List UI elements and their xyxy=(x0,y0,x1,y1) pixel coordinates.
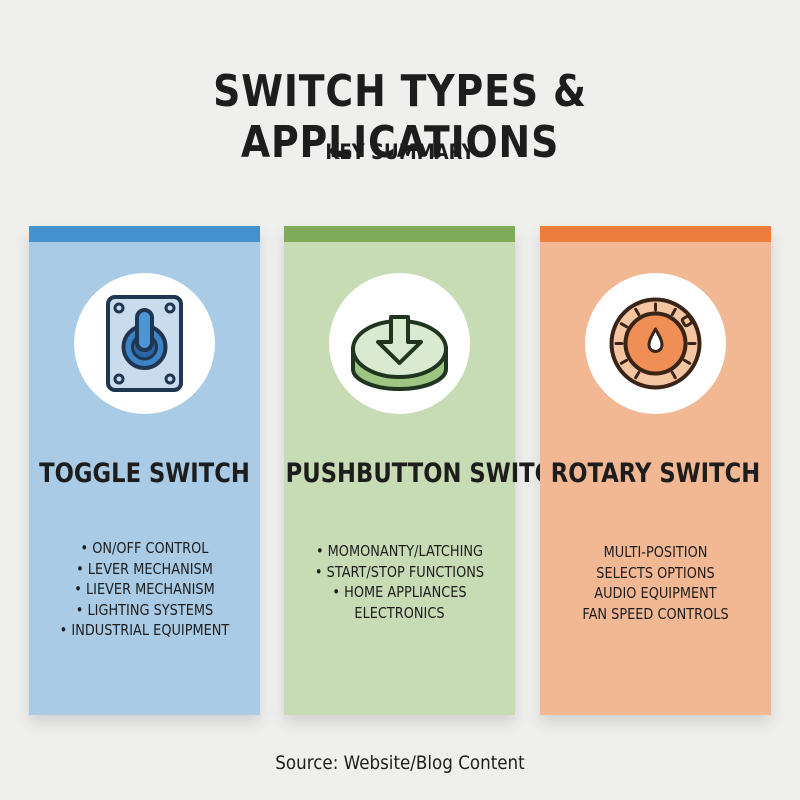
page-title: SWITCH TYPES & APPLICATIONS xyxy=(213,66,587,168)
list-item: ELECTRONICS xyxy=(354,603,445,622)
card-accent-bar xyxy=(540,226,771,242)
icon-circle xyxy=(585,273,726,414)
toggle-switch-icon xyxy=(106,295,183,392)
list-item: HOME APPLIANCES xyxy=(292,582,508,603)
list-item: AUDIO EQUIPMENT xyxy=(594,584,717,602)
list-item: INDUSTRIAL EQUIPMENT xyxy=(37,620,253,641)
card-pushbutton-switch: PUSHBUTTON SWITCH MOMONANTY/LATCHING STA… xyxy=(284,226,571,715)
card-accent-bar xyxy=(284,226,515,242)
card-feature-list: MOMONANTY/LATCHING START/STOP FUNCTIONS … xyxy=(292,541,508,623)
list-item: LEVER MECHANISM xyxy=(37,559,253,580)
card-feature-list: ON/OFF CONTROL LEVER MECHANISM LIEVER ME… xyxy=(37,538,253,641)
list-item: MOMONANTY/LATCHING xyxy=(292,541,508,562)
card-accent-bar xyxy=(29,226,260,242)
card-title: PUSHBUTTON SWITCH xyxy=(285,458,571,489)
list-item: LIEVER MECHANISM xyxy=(37,579,253,600)
list-item: MULTI-POSITION xyxy=(603,543,708,561)
card-title: TOGGLE SWITCH xyxy=(39,458,250,489)
card-feature-list: MULTI-POSITION SELECTS OPTIONS AUDIO EQU… xyxy=(548,542,764,624)
rotary-switch-icon xyxy=(609,297,702,390)
icon-circle xyxy=(74,273,215,414)
card-title: ROTARY SWITCH xyxy=(550,458,761,489)
icon-circle xyxy=(329,273,470,414)
list-item: ON/OFF CONTROL xyxy=(37,538,253,559)
page-subtitle: KEY SUMMARY xyxy=(325,140,475,164)
source-credit: Source: Website/Blog Content xyxy=(275,752,525,774)
card-toggle-switch: TOGGLE SWITCH ON/OFF CONTROL LEVER MECHA… xyxy=(29,226,260,715)
list-item: FAN SPEED CONTROLS xyxy=(582,604,729,623)
list-item: SELECTS OPTIONS xyxy=(596,563,715,582)
list-item: START/STOP FUNCTIONS xyxy=(292,562,508,583)
list-item: LIGHTING SYSTEMS xyxy=(37,600,253,621)
pushbutton-switch-icon xyxy=(351,315,448,391)
card-rotary-switch: ROTARY SWITCH MULTI-POSITION SELECTS OPT… xyxy=(540,226,771,715)
